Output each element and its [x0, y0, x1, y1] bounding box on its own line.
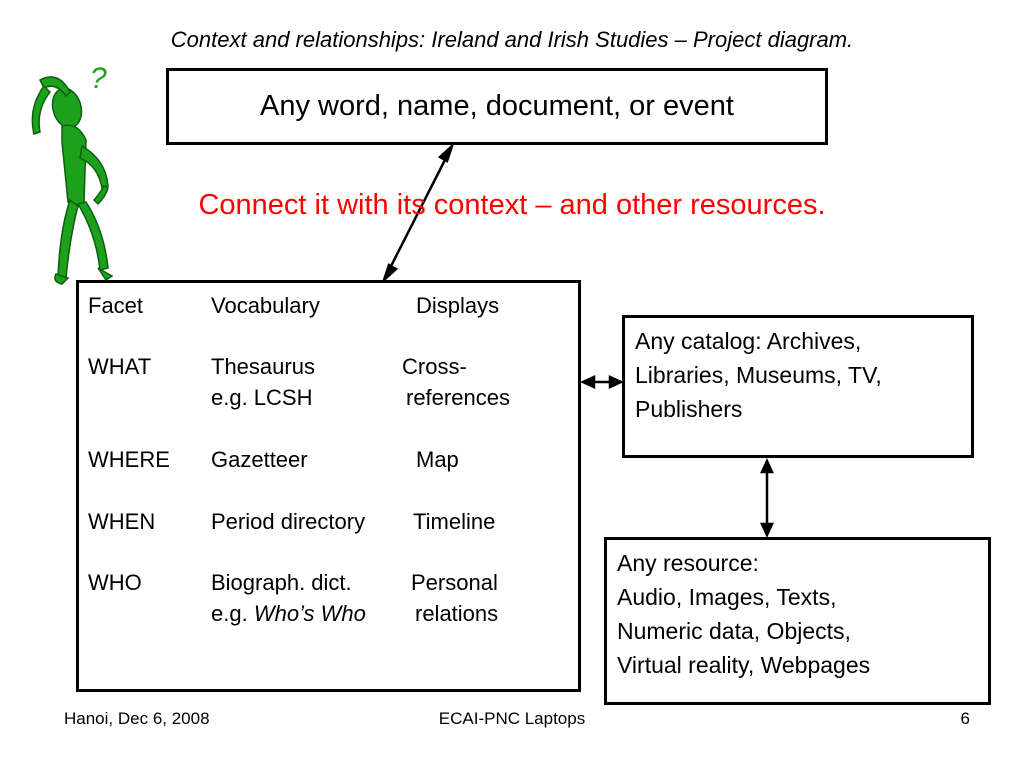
subtitle: Connect it with its context – and other … [198, 189, 826, 221]
resource-box: Any resource: Audio, Images, Texts, Nume… [604, 537, 991, 705]
header-vocabulary: Vocabulary [211, 293, 320, 318]
facet-what: WHAT [88, 354, 152, 379]
catalog-line-1: Any catalog: Archives, [635, 328, 862, 354]
vocab-who-example-prefix: e.g. [211, 601, 248, 626]
vocab-when: Period directory [211, 509, 366, 534]
facet-table-box: Facet Vocabulary Displays WHAT Thesaurus… [76, 280, 581, 692]
vocab-who: Biograph. dict. [211, 570, 352, 595]
question-mark-icon: ? [90, 62, 107, 95]
slide-title: Context and relationships: Ireland and I… [170, 27, 854, 52]
resource-line-1: Any resource: [617, 550, 759, 576]
header-displays: Displays [416, 293, 500, 318]
display-what-2: references [406, 385, 510, 410]
display-who-2: relations [415, 601, 499, 626]
arrow-catalog-to-resource-icon [760, 457, 774, 539]
page-number: 6 [960, 709, 970, 728]
vocab-who-example-title: Who’s Who [253, 601, 366, 626]
catalog-box: Any catalog: Archives, Libraries, Museum… [622, 315, 974, 458]
arrow-top-to-facet-icon [381, 141, 455, 285]
facet-where: WHERE [88, 447, 170, 472]
resource-line-4: Virtual reality, Webpages [617, 652, 871, 678]
facet-when: WHEN [88, 509, 156, 534]
arrow-facet-to-catalog-icon [579, 375, 625, 389]
top-box: Any word, name, document, or event [166, 68, 828, 145]
footer-center: ECAI-PNC Laptops [438, 709, 586, 728]
display-who: Personal [411, 570, 498, 595]
catalog-line-3: Publishers [635, 396, 743, 422]
display-when: Timeline [413, 509, 496, 534]
vocab-where: Gazetteer [211, 447, 308, 472]
top-box-label: Any word, name, document, or event [260, 90, 734, 122]
resource-line-2: Audio, Images, Texts, [617, 584, 837, 610]
footer-date: Hanoi, Dec 6, 2008 [64, 709, 210, 728]
catalog-line-2: Libraries, Museums, TV, [635, 362, 882, 388]
header-facet: Facet [88, 293, 144, 318]
vocab-what: Thesaurus [211, 354, 315, 379]
resource-line-3: Numeric data, Objects, [617, 618, 851, 644]
vocab-what-example: e.g. LCSH [211, 385, 313, 410]
display-where: Map [416, 447, 459, 472]
facet-who: WHO [88, 570, 142, 595]
thinking-figure-icon [31, 76, 114, 285]
display-what: Cross- [402, 354, 467, 379]
vocab-who-example: e.g. Who’s Who [211, 601, 366, 627]
